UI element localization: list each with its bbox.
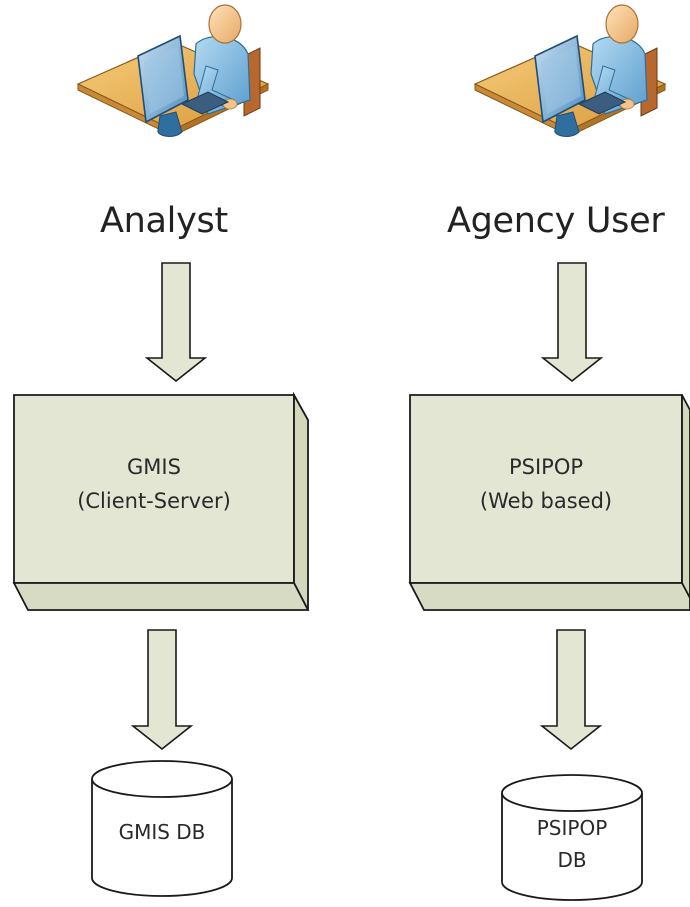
psipop-db-label-line1: PSIPOP: [536, 816, 608, 840]
psipop-box: [408, 394, 690, 611]
psipop-system-type: (Web based): [479, 489, 613, 513]
arrow-analyst-to-gmis: [144, 262, 208, 383]
psipop-db-label: PSIPOP DB: [502, 812, 642, 876]
agency-user-label: Agency User: [447, 201, 665, 241]
psipop-system-name: PSIPOP: [508, 455, 584, 479]
gmis-db-label: GMIS DB: [92, 816, 232, 848]
gmis-db-cylinder: [91, 760, 233, 897]
gmis-box-text: GMIS (Client-Server): [14, 450, 294, 518]
psipop-db-cylinder: [501, 774, 643, 901]
analyst-icon: [77, 4, 269, 138]
psipop-box-text: PSIPOP (Web based): [410, 450, 682, 518]
analyst-label: Analyst: [100, 201, 228, 241]
arrow-agency-to-psipop: [540, 262, 604, 383]
gmis-box: [12, 391, 310, 611]
psipop-db-label-line2: DB: [557, 848, 587, 872]
arrow-psipop-to-db: [539, 629, 603, 751]
gmis-system-name: GMIS: [127, 455, 181, 479]
agency-user-icon: [474, 4, 666, 138]
arrow-gmis-to-db: [130, 629, 194, 751]
gmis-system-type: (Client-Server): [77, 489, 231, 513]
gmis-db-label-line1: GMIS DB: [118, 820, 206, 844]
